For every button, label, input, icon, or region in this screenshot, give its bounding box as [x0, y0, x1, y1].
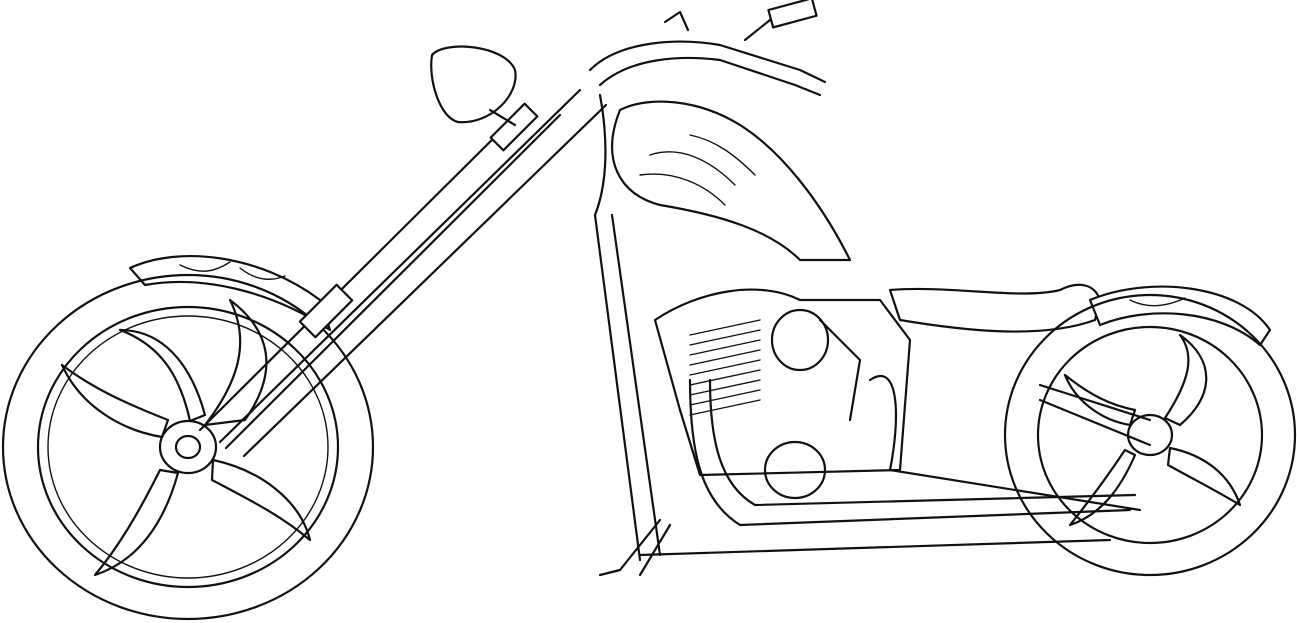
front-wheel	[1, 273, 375, 621]
headlight	[430, 45, 517, 127]
front-fender	[128, 254, 332, 332]
swingarm	[1038, 383, 1152, 447]
handlebars	[588, 0, 827, 97]
engine	[653, 288, 912, 500]
kickstand	[598, 518, 672, 577]
rear-fender	[1088, 285, 1272, 347]
seat	[888, 283, 1102, 333]
front-fork	[198, 88, 608, 458]
fuel-tank	[611, 100, 852, 262]
frame	[593, 93, 1112, 562]
exhaust-pipes	[688, 375, 1142, 527]
